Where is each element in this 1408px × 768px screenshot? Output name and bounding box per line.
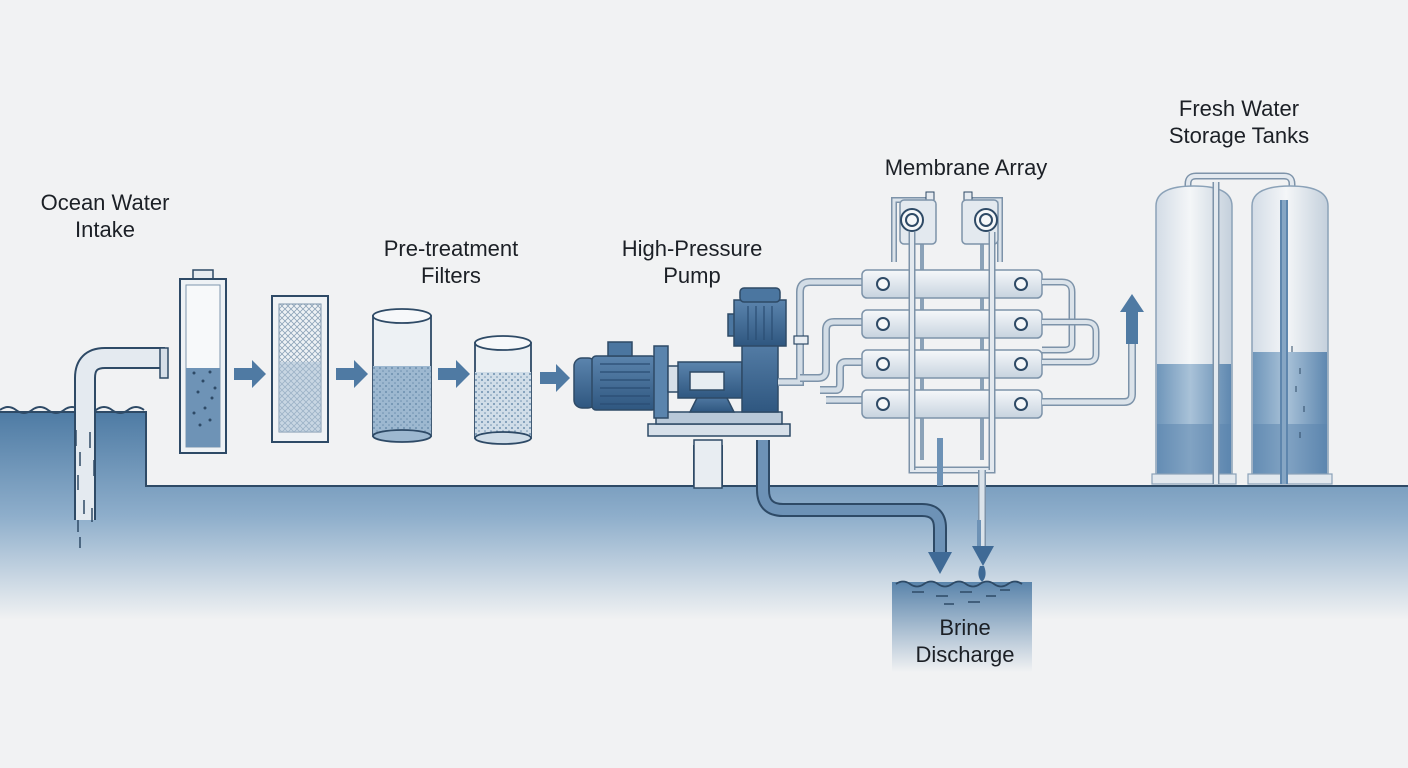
membrane-tube-2 xyxy=(861,309,1043,339)
label-brine-line1: Brine xyxy=(939,615,991,640)
label-ocean-intake-line1: Ocean Water xyxy=(40,190,170,215)
brine-pipe-membrane xyxy=(937,438,994,566)
mesh-filter xyxy=(271,295,329,443)
label-brine-line2: Discharge xyxy=(915,642,1015,667)
pump-outlet-pipes xyxy=(778,278,862,404)
label-membrane: Membrane Array xyxy=(885,154,1048,181)
label-pretreatment: Pre-treatment Filters xyxy=(384,235,519,289)
membrane-tube-3 xyxy=(861,349,1043,379)
sand-filter xyxy=(372,308,432,443)
brine-pipe-pump xyxy=(756,440,952,574)
label-fresh-water: Fresh Water Storage Tanks xyxy=(1169,95,1309,149)
cartridge-filter xyxy=(474,335,532,445)
label-ocean-intake-line2: Intake xyxy=(75,217,135,242)
fresh-water-tanks xyxy=(1151,172,1333,485)
intake-screen xyxy=(179,269,227,454)
label-pretreatment-line1: Pre-treatment xyxy=(383,236,519,261)
label-fresh-water-line1: Fresh Water xyxy=(1178,96,1300,121)
membrane-array xyxy=(861,191,1144,474)
label-pump-line2: Pump xyxy=(663,263,721,288)
label-membrane-line1: Membrane Array xyxy=(884,155,1048,180)
label-pump: High-Pressure Pump xyxy=(622,235,763,289)
label-fresh-water-line2: Storage Tanks xyxy=(1168,123,1310,148)
label-brine: Brine Discharge xyxy=(915,614,1014,668)
storage-tank-left xyxy=(1151,185,1237,485)
brine-pool xyxy=(892,566,1032,672)
membrane-tube-1 xyxy=(861,269,1043,299)
high-pressure-pump xyxy=(573,287,791,489)
intake-pipe xyxy=(74,347,169,548)
membrane-tube-4 xyxy=(861,389,1043,419)
label-pump-line1: High-Pressure xyxy=(621,236,763,261)
flow-arrows xyxy=(234,360,570,392)
storage-tank-right xyxy=(1247,185,1333,485)
label-pretreatment-line2: Filters xyxy=(421,263,481,288)
label-ocean-intake: Ocean Water Intake xyxy=(41,189,170,243)
